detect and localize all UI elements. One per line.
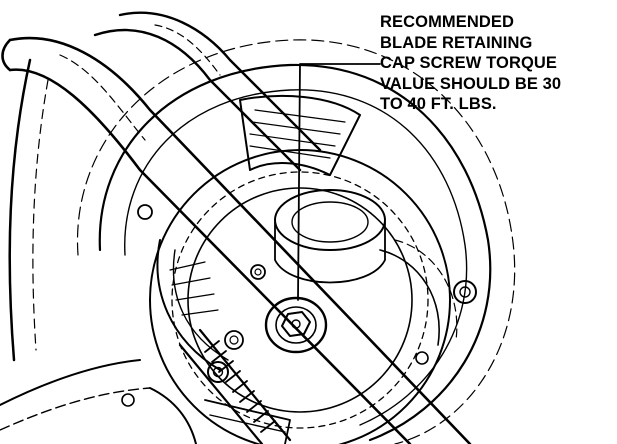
spindle-rim-inner: [124, 89, 468, 426]
bolt-hole-right: [453, 280, 477, 304]
deck-frame-lower: [0, 359, 141, 406]
mower-blade-top-edge: [8, 36, 472, 444]
deck-housing-edge: [8, 58, 32, 362]
pulley-edge: [156, 239, 221, 371]
cap-screw-washer: [264, 296, 328, 354]
callout-line-5: TO 40 FT. LBS.: [380, 95, 497, 113]
upper-blade-edge-a: [93, 28, 302, 172]
mower-blade-bottom-edge: [8, 68, 412, 444]
torque-callout: RECOMMENDED BLADE RETAINING CAP SCREW TO…: [380, 12, 612, 115]
callout-line-4: VALUE SHOULD BE 30: [380, 74, 562, 93]
belt-inner: [178, 343, 264, 444]
spindle-cylinder-inner: [291, 201, 369, 243]
spindle-cylinder-body: [274, 221, 386, 284]
spindle-upper-housing: [239, 94, 361, 176]
bolt-head-mid: [224, 330, 244, 350]
callout-line-1: RECOMMENDED: [380, 13, 515, 31]
spindle-cylinder-top: [274, 189, 386, 251]
spindle-outer-rim-dash: [76, 39, 516, 444]
mower-blade-tip: [1, 38, 12, 72]
right-hub-arc: [379, 249, 440, 346]
bolt-hole-lower-right: [415, 351, 429, 365]
spindle-outer-rim: [98, 63, 492, 442]
cap-screw-hex: [281, 311, 311, 337]
bolt-hole-top: [250, 264, 266, 280]
deck-housing-dash: [32, 79, 49, 351]
hub-ring-inner: [187, 187, 413, 413]
lower-bracket: [204, 399, 291, 444]
callout-line-3: CAP SCREW TORQUE: [380, 54, 558, 72]
bolt-hole-lower-left: [121, 393, 135, 407]
hub-ring-mid: [171, 171, 429, 429]
deck-frame-arm: [149, 387, 197, 444]
bolt-hole-left: [137, 204, 153, 220]
upper-blade-edge-b: [118, 11, 322, 152]
callout-line-2: BLADE RETAINING: [380, 33, 533, 52]
bolt-head-left: [207, 361, 229, 383]
callout-leader-line: [297, 63, 381, 301]
deck-frame-lower-2: [0, 387, 151, 431]
